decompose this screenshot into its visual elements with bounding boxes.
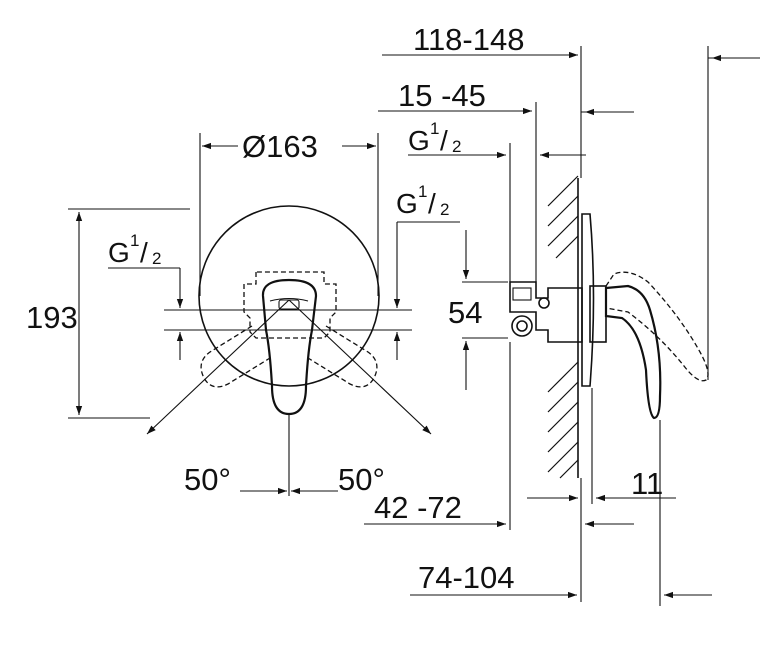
screw — [538, 297, 550, 309]
dim-connection-height: 54 — [448, 295, 482, 330]
lever-handle — [261, 278, 318, 416]
wall-hatch — [547, 175, 579, 479]
handle-left-ghost — [200, 325, 271, 388]
side-view — [364, 46, 760, 606]
inlet-port — [511, 315, 533, 337]
logo-slot — [278, 299, 300, 310]
svg-text:G: G — [396, 188, 418, 219]
thread-label-left: G 1 / 2 — [108, 231, 161, 268]
thread-label-top: G 1 / 2 — [408, 119, 461, 156]
dim-height: 193 — [26, 300, 78, 335]
inlet-port-inner — [516, 320, 528, 332]
thread-label-right: G 1 / 2 — [396, 182, 449, 219]
svg-text:2: 2 — [152, 249, 161, 268]
rosette-circle — [198, 205, 380, 387]
handle-right-ghost — [307, 325, 378, 388]
dim-width-overall: 118-148 — [413, 22, 524, 57]
dim-wall-offset: 42 -72 — [374, 490, 462, 525]
valve-body-outline — [243, 271, 337, 339]
svg-text:/: / — [440, 125, 448, 156]
rosette-plate — [581, 213, 595, 387]
svg-text:/: / — [140, 237, 148, 268]
dim-rotation-right: 50° — [338, 462, 385, 497]
lever-side — [604, 284, 662, 420]
dim-projection: 74-104 — [418, 560, 515, 595]
dim-depth-adjust: 15 -45 — [398, 78, 486, 113]
dim-diameter: Ø163 — [242, 129, 318, 164]
svg-text:/: / — [428, 188, 436, 219]
svg-text:2: 2 — [440, 200, 449, 219]
svg-text:1: 1 — [418, 182, 427, 201]
svg-text:G: G — [108, 237, 130, 268]
svg-text:2: 2 — [452, 137, 461, 156]
front-view — [68, 133, 460, 496]
lever-inner-line — [269, 297, 309, 302]
dim-rotation-left: 50° — [184, 462, 231, 497]
logo-block — [512, 287, 532, 301]
lever-side-ghost — [605, 271, 709, 382]
svg-text:1: 1 — [430, 119, 439, 138]
svg-text:G: G — [408, 125, 430, 156]
dim-rosette-depth: 11 — [631, 466, 663, 501]
valve-body-side — [509, 281, 583, 343]
svg-text:1: 1 — [130, 231, 139, 250]
